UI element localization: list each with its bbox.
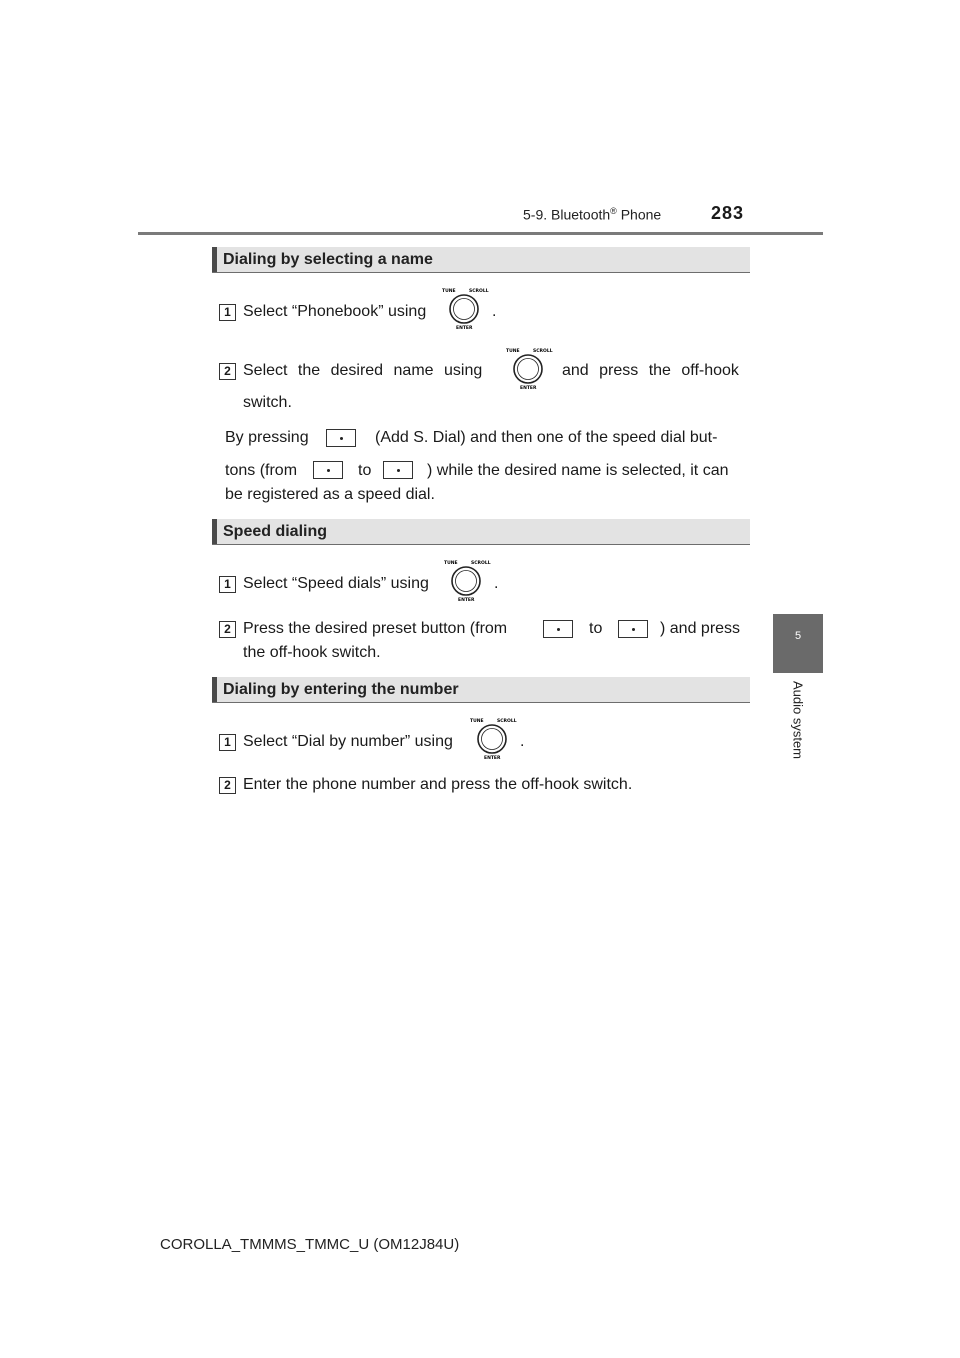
step-text: to	[589, 620, 603, 637]
heading-text: Dialing by entering the number	[223, 681, 459, 698]
step-text: Select “Speed dials” using	[243, 575, 429, 592]
svg-text:TUNE: TUNE	[506, 348, 520, 354]
step-marker: 1	[219, 304, 236, 321]
step-text: the off-hook switch.	[243, 644, 381, 661]
document-footer: COROLLA_TMMMS_TMMC_U (OM12J84U)	[160, 1236, 460, 1253]
heading-text: Speed dialing	[223, 523, 328, 540]
note-text: ) while the desired name is selected, it…	[427, 462, 729, 479]
svg-text:SCROLL: SCROLL	[533, 348, 553, 354]
note-text: By pressing	[225, 429, 309, 446]
step-text: Enter the phone number and press the off…	[243, 776, 633, 793]
step-marker: 1	[219, 576, 236, 593]
header-divider	[138, 232, 823, 235]
preset-button-icon	[313, 461, 343, 479]
heading-bar	[212, 247, 217, 272]
note-text: (Add S. Dial) and then one of the speed …	[375, 429, 718, 446]
step-text: Select the desired name using	[243, 362, 483, 379]
page-number: 283	[711, 203, 745, 223]
registered-mark: ®	[610, 206, 617, 216]
section-title-suffix: Phone	[616, 206, 662, 223]
step-text-end: .	[494, 575, 499, 592]
chapter-tab-number: 5	[794, 630, 802, 642]
step-text-end: .	[492, 303, 497, 320]
preset-button-icon	[618, 620, 648, 638]
svg-text:SCROLL: SCROLL	[497, 718, 517, 724]
section-title: 5-9. Bluetooth® Phone	[523, 206, 661, 223]
chapter-tab-label: Audio system	[790, 680, 806, 760]
svg-text:TUNE: TUNE	[470, 718, 484, 724]
note-text: to	[358, 462, 372, 479]
step-text: and press the off-hook	[562, 362, 739, 379]
chapter-tab	[773, 614, 823, 673]
tune-scroll-knob-icon: TUNE SCROLL ENTER	[500, 345, 556, 393]
preset-button-icon	[543, 620, 573, 638]
tune-scroll-knob-icon: TUNE SCROLL ENTER	[436, 285, 492, 333]
svg-text:ENTER: ENTER	[456, 325, 473, 331]
svg-text:SCROLL: SCROLL	[471, 560, 491, 566]
svg-text:ENTER: ENTER	[520, 385, 537, 391]
add-speed-dial-button-icon	[326, 429, 356, 447]
svg-text:TUNE: TUNE	[442, 288, 456, 294]
heading-text: Dialing by selecting a name	[223, 251, 433, 268]
section-heading-selecting-name: Dialing by selecting a name	[212, 247, 750, 273]
preset-button-icon	[383, 461, 413, 479]
section-title-text: 5-9. Bluetooth	[523, 206, 611, 223]
step-text: Press the desired preset button (from	[243, 620, 508, 637]
svg-text:ENTER: ENTER	[484, 755, 501, 761]
step-text: ) and press	[660, 620, 741, 637]
step-marker: 2	[219, 621, 236, 638]
step-marker: 1	[219, 734, 236, 751]
section-heading-speed-dialing: Speed dialing	[212, 519, 750, 545]
step-text: switch.	[243, 394, 292, 411]
section-heading-entering-number: Dialing by entering the number	[212, 677, 750, 703]
step-text: Select “Phonebook” using	[243, 303, 427, 320]
svg-text:SCROLL: SCROLL	[469, 288, 489, 294]
svg-text:TUNE: TUNE	[444, 560, 458, 566]
note-text: be registered as a speed dial.	[225, 486, 435, 503]
step-marker: 2	[219, 363, 236, 380]
tune-scroll-knob-icon: TUNE SCROLL ENTER	[438, 557, 494, 605]
step-text: Select “Dial by number” using	[243, 733, 453, 750]
svg-text:ENTER: ENTER	[458, 597, 475, 603]
note-text: tons (from	[225, 462, 298, 479]
heading-bar	[212, 677, 217, 702]
step-text-end: .	[520, 733, 525, 750]
tune-scroll-knob-icon: TUNE SCROLL ENTER	[464, 715, 520, 763]
step-marker: 2	[219, 777, 236, 794]
heading-bar	[212, 519, 217, 544]
